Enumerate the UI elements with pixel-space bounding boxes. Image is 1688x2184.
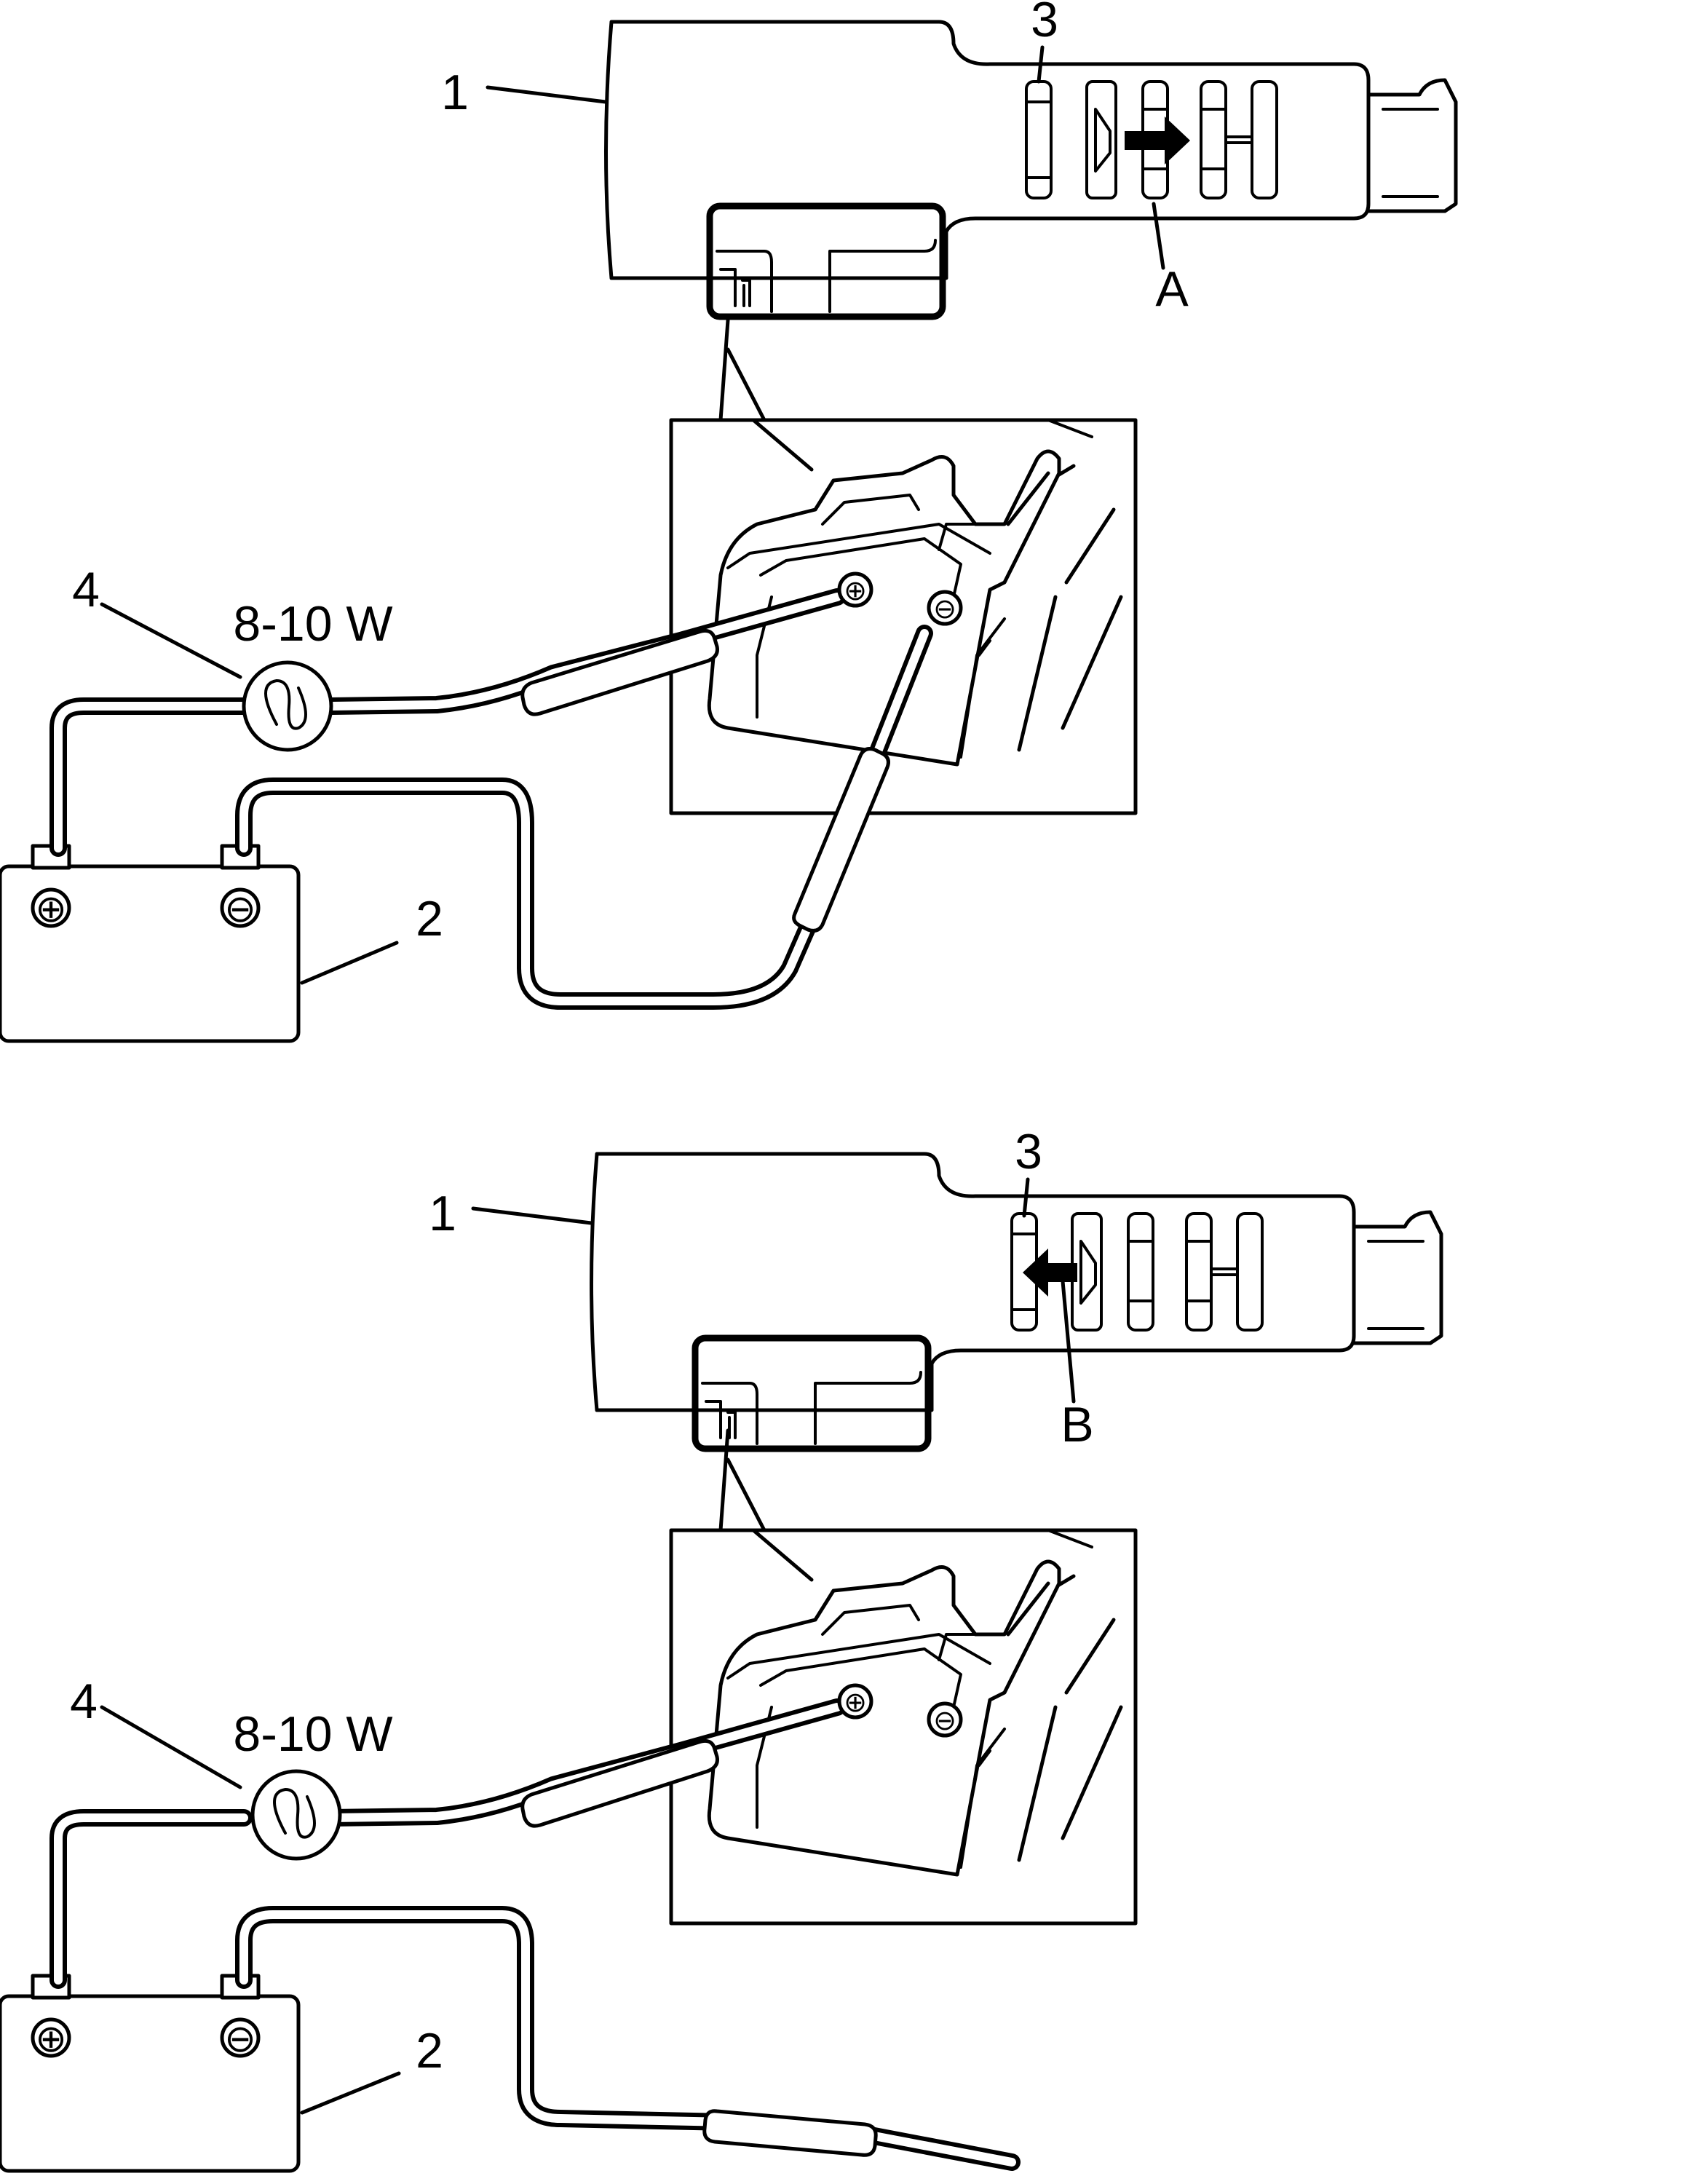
bottom-pin-negative [927,1701,963,1738]
bottom-connector-pins: ⊕ ⊖ [837,1683,963,1738]
bottom-pin-positive [837,1683,873,1720]
bottom-probes [520,1738,878,2157]
top-label-3: 3 [1031,0,1058,47]
top-solenoid-valve [606,22,1457,317]
top-pin-positive [837,571,873,608]
bottom-label-1: 1 [429,1186,456,1241]
bottom-label-4: 4 [70,1674,98,1729]
bottom-wires [49,1698,1021,2171]
top-pin-positive-symbol: ⊕ [844,576,867,606]
top-battery-negative-symbol: ⊖ [224,888,256,930]
bottom-connector-inset [671,1431,1136,1923]
top-battery [0,846,298,1041]
top-label-A: A [1155,261,1189,317]
bottom-battery-negative-symbol: ⊖ [224,2018,256,2060]
top-label-1: 1 [441,65,469,120]
bottom-leader-lines [100,1177,1076,2115]
bottom-label-2: 2 [416,2023,443,2078]
top-probes [520,628,890,933]
top-label-2: 2 [416,891,443,946]
top-test-bulb [244,662,331,750]
top-leader-lines [100,45,1165,985]
top-assembly: ⊕ ⊖ ⊕ ⊖ 1 3 A 2 4 8-10 W [0,0,1456,1041]
bottom-bulb-rating: 8-10 W [233,1706,392,1762]
bottom-direction-arrow-left [1023,1249,1077,1297]
bottom-label-3: 3 [1015,1124,1042,1179]
top-direction-arrow-right [1125,116,1190,165]
bottom-pin-negative-symbol: ⊖ [933,1706,956,1736]
bottom-battery [0,1976,298,2171]
top-pin-negative-symbol: ⊖ [933,594,956,625]
top-pin-negative [927,590,963,626]
bottom-pin-positive-symbol: ⊕ [844,1688,867,1718]
bottom-assembly: ⊕ ⊖ ⊕ ⊖ 1 3 B 2 4 8-10 W [0,1124,1441,2171]
top-wires [49,588,933,1010]
top-battery-positive-symbol: ⊕ [35,888,67,930]
bottom-battery-positive-symbol: ⊕ [35,2018,67,2060]
top-label-4: 4 [72,562,100,617]
bottom-label-B: B [1061,1397,1093,1452]
top-bulb-rating: 8-10 W [233,596,392,652]
top-connector-pins: ⊕ ⊖ [837,571,963,626]
bottom-solenoid-valve [592,1154,1442,1449]
top-connector-inset [671,320,1136,813]
bottom-test-bulb [253,1771,340,1859]
